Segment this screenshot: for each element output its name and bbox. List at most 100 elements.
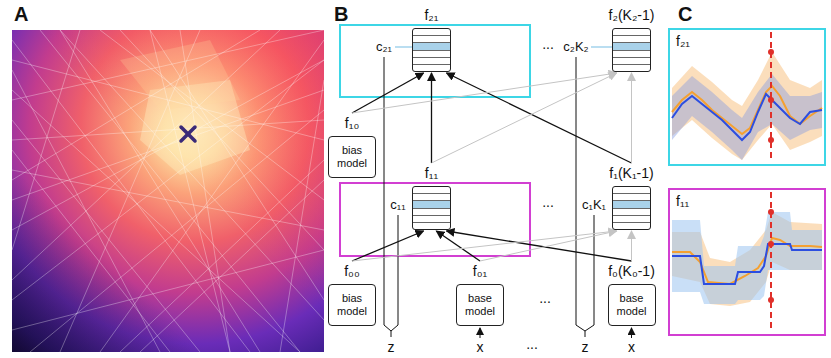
codebook-box: [412, 186, 451, 230]
function-node: f₂₁: [412, 6, 451, 72]
input-arrow: [480, 328, 632, 338]
heatmap: [12, 30, 324, 352]
function-node: f₁₁: [412, 164, 451, 230]
plot-bottom: [672, 212, 822, 306]
node-label: f₂(K₂-1): [609, 6, 655, 24]
model-node: f₀₀ bias model: [328, 262, 376, 326]
annotation: x: [477, 339, 484, 356]
plot-bottom: [672, 244, 822, 284]
split-lines: [12, 90, 300, 352]
model-node: f₁₀ bias model: [328, 114, 376, 178]
split-lines: [120, 160, 324, 352]
context-wire: [391, 215, 398, 331]
plot-top: [672, 86, 822, 134]
function-node: f₂(K₂-1): [609, 6, 655, 72]
split-lines: [12, 120, 200, 352]
context-wire: [585, 215, 594, 331]
split-lines: [12, 60, 324, 140]
plot-top: [672, 32, 822, 162]
model-name: bias model: [332, 144, 372, 170]
plot-bottom: [768, 241, 774, 247]
split-lines: [12, 60, 324, 300]
codebook-row: [413, 58, 450, 65]
codebook-row: [413, 216, 450, 223]
codebook-row: [413, 36, 450, 43]
plot-top: [672, 94, 822, 140]
flow-arrow: [352, 73, 617, 113]
flow-arrow: [447, 231, 632, 261]
annotation: c₁K₁: [582, 197, 606, 213]
model-name: bias model: [332, 292, 372, 318]
heatmap: [12, 30, 324, 352]
heatmap: [12, 30, 324, 352]
model-name: base model: [612, 292, 652, 318]
model-node: f₀₁base model: [456, 262, 504, 326]
codebook-row: [613, 209, 650, 216]
model-box: bias model: [328, 284, 376, 326]
annotation: c₂₁: [376, 39, 392, 55]
flow-arrow: [447, 73, 632, 163]
node-label: f₁(K₁-1): [609, 164, 653, 182]
split-lines: [12, 30, 80, 250]
codebook-row: [613, 194, 650, 201]
flow-arrow: [432, 73, 617, 163]
annotation: ...: [542, 194, 554, 211]
node-label: f₀(K₀-1): [608, 262, 655, 280]
flow-arrow: [631, 231, 632, 261]
plot-top: [768, 97, 774, 103]
node-label: f₁₁: [425, 164, 438, 182]
plot-top: [768, 49, 774, 55]
codebook-row: [413, 43, 450, 50]
input-arrow: [631, 328, 632, 338]
annotation: ...: [539, 290, 551, 307]
split-lines: [12, 250, 324, 330]
node-label: f₁₀: [345, 114, 359, 132]
plot-bottom: [768, 297, 774, 303]
split-lines: [280, 80, 324, 352]
annotation: ...: [526, 336, 538, 353]
codebook-row: [413, 187, 450, 194]
plot-top: [672, 52, 822, 160]
model-box: bias model: [328, 136, 376, 178]
split-lines: [180, 30, 230, 352]
codebook-row: [413, 29, 450, 36]
highlight-frame: [340, 25, 530, 97]
split-lines: [60, 30, 200, 352]
flow-arrow: [352, 73, 424, 113]
split-lines: [12, 120, 324, 140]
annotation: x: [628, 339, 635, 356]
annotation: c₂K₂: [563, 39, 588, 55]
plot-bottom: [672, 238, 822, 284]
flow-arrow: [352, 231, 616, 261]
plot-top: [768, 137, 774, 143]
split-lines: [150, 30, 230, 352]
model-box: base model: [608, 284, 656, 326]
node-label: f₀₀: [344, 262, 360, 280]
codebook-row: [613, 216, 650, 223]
split-lines: [40, 30, 300, 352]
codebook-box: [412, 28, 451, 72]
function-node: f₁(K₁-1): [609, 164, 653, 230]
split-lines: [12, 150, 170, 352]
plot-bottom: [672, 212, 822, 304]
split-lines: [12, 30, 324, 352]
annotation: z: [388, 339, 395, 356]
codebook-row: [613, 43, 650, 50]
model-node: f₀(K₀-1) base model: [608, 262, 656, 326]
plot-bottom: [768, 209, 774, 215]
model-box: base model: [456, 284, 504, 326]
split-lines: [12, 60, 324, 230]
codebook-row: [613, 36, 650, 43]
highlight-frame: [340, 183, 530, 256]
codebook-row: [613, 223, 650, 229]
codebook-row: [413, 194, 450, 201]
codebook-row: [413, 65, 450, 71]
model-name: base model: [460, 292, 500, 318]
plot-panel: f₂₁: [668, 28, 826, 166]
split-lines: [12, 70, 160, 352]
panel-letter: A: [14, 3, 28, 26]
node-label: f₂₁: [424, 6, 438, 24]
target-cross: [181, 127, 195, 141]
panel-letter: C: [678, 3, 692, 26]
annotation: c₁₁: [390, 197, 405, 213]
